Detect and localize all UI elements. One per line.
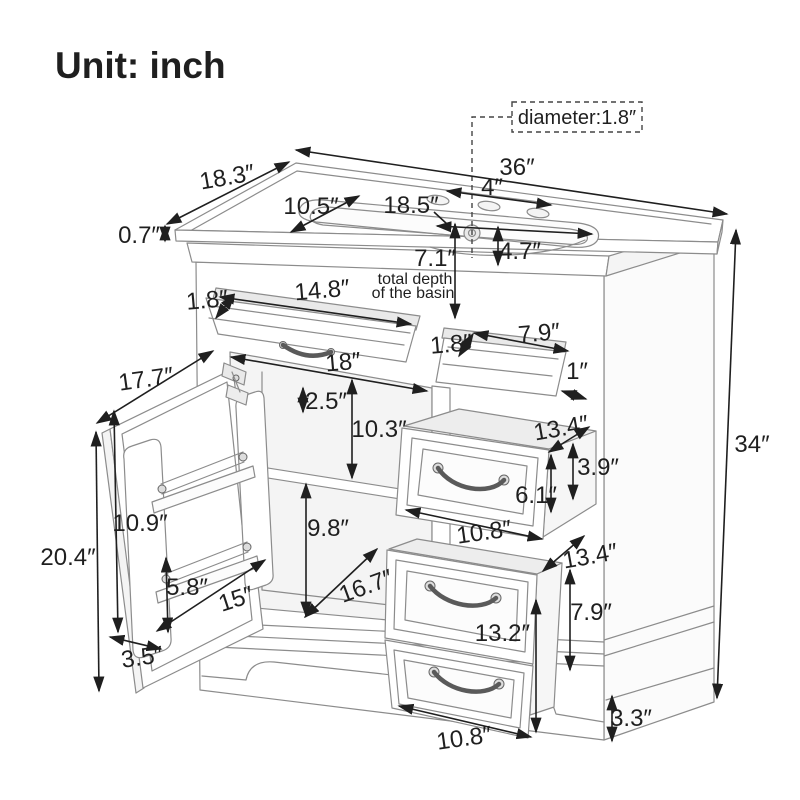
dim-label-right-tray-width: 7.9″ <box>517 318 562 349</box>
dim-label-toe-kick-height: 3.3″ <box>610 705 652 732</box>
vanity-drawing <box>101 162 724 741</box>
dim-label-basin-depth-inner: 10.5″ <box>283 193 339 220</box>
rail-end-cap <box>242 542 252 552</box>
dim-label-hole-to-basin-front: 4.7″ <box>499 238 541 265</box>
dim-label-basin-width: 18.5″ <box>383 192 439 219</box>
dim-label-door-rack-height: 10.9″ <box>112 510 168 537</box>
dim-label-opening-width: 18″ <box>324 347 362 377</box>
diameter-leader-line <box>471 116 512 258</box>
dim-arrow-basin-depth-inner <box>289 195 361 233</box>
dim-label-door-shelf-spacing: 5.8″ <box>166 574 208 601</box>
dim-label-opening-height: 10.3″ <box>351 416 407 443</box>
dim-arrow-left-tray-width <box>218 293 413 328</box>
unit-label: Unit: inch <box>55 45 226 86</box>
dim-label-lower-drawer-side-height: 7.9″ <box>570 599 612 626</box>
cabinet-side-panel <box>603 235 715 741</box>
diameter-callout-box <box>511 101 643 133</box>
drawer-handle <box>427 583 499 608</box>
dim-label-lower-drawer-depth: 10.8″ <box>435 721 494 755</box>
dim-label-door-height: 20.4″ <box>40 544 96 571</box>
dim-arrow-door-rack-height <box>108 409 124 634</box>
dim-arrow-interior-diagonal <box>303 547 379 619</box>
dim-label-lower-stack-height: 13.2″ <box>475 620 531 647</box>
rack-rail <box>160 451 244 485</box>
dim-arrow-side-gap <box>560 389 588 401</box>
dim-label-basin-total-depth: 7.1″ <box>414 245 456 272</box>
side-moulding-line <box>603 605 715 641</box>
basin-bowl-curve <box>429 239 586 256</box>
dim-label-opening-top-offset: 2.5″ <box>305 388 347 415</box>
diameter-callout-label: diameter:1.8″ <box>518 107 636 129</box>
dim-label-right-tray-thickness: 1.8″ <box>429 329 474 360</box>
dim-label-countertop-thickness: 0.7″ <box>118 222 160 249</box>
dim-arrow-mid-drawer-depth <box>404 507 544 542</box>
drawer-front-bevel <box>393 559 529 653</box>
dim-label-door-foot-height: 3.5″ <box>119 641 165 674</box>
dim-arrow-countertop-depth <box>165 161 291 225</box>
dim-arrow-door-foot-height <box>108 634 163 652</box>
drawer-handle <box>431 669 502 694</box>
dim-label-left-tray-thickness: 1.8″ <box>185 285 230 316</box>
dim-arrow-left-tray-thickness <box>215 293 235 320</box>
basin-caption-line1: total depth <box>378 271 453 288</box>
dim-label-left-tray-width: 14.8″ <box>293 275 351 307</box>
dim-arrow-lower-drawer-depth <box>397 703 533 740</box>
dim-label-countertop-width: 36″ <box>499 154 535 181</box>
dim-label-door-open-span: 17.7″ <box>117 362 176 396</box>
dim-arrow-opening-width <box>229 353 429 395</box>
basin-caption-line2: of the basin <box>372 285 455 302</box>
dim-arrow-mid-drawer-width <box>547 426 591 453</box>
dim-label-hole-spacing: 4″ <box>481 174 503 201</box>
dim-arrow-door-height <box>90 430 105 693</box>
rack-rail <box>161 461 245 495</box>
drawer-handle <box>435 465 507 492</box>
side-panel-face <box>603 235 715 741</box>
dim-arrow-right-tray-thickness <box>458 332 474 358</box>
rack-board <box>151 465 256 514</box>
dim-label-mid-drawer-front-height: 6.1″ <box>515 482 557 509</box>
dim-arrow-lower-drawer-width <box>541 534 586 573</box>
dim-arrow-overall-height <box>711 228 742 700</box>
dim-label-interior-height: 9.8″ <box>307 515 349 542</box>
dim-arrow-basin-width <box>435 221 594 239</box>
side-moulding-line <box>603 621 715 657</box>
dim-arrow-door-width <box>155 559 267 632</box>
leader-basin-width <box>433 211 448 225</box>
dim-arrow-right-tray-width <box>472 330 570 354</box>
dim-arrow-countertop-width <box>294 146 729 218</box>
dim-label-side-gap: 1″ <box>566 358 588 385</box>
dim-arrow-hole-spacing <box>445 187 553 209</box>
side-toekick-line <box>605 667 715 701</box>
tray-flap-line <box>442 363 553 377</box>
dim-label-overall-height: 34″ <box>734 431 770 458</box>
dim-label-mid-drawer-side-height: 3.9″ <box>577 454 619 481</box>
dimension-annotations <box>90 101 742 743</box>
rail-end-cap <box>157 484 167 494</box>
rail-end-cap <box>238 452 248 462</box>
